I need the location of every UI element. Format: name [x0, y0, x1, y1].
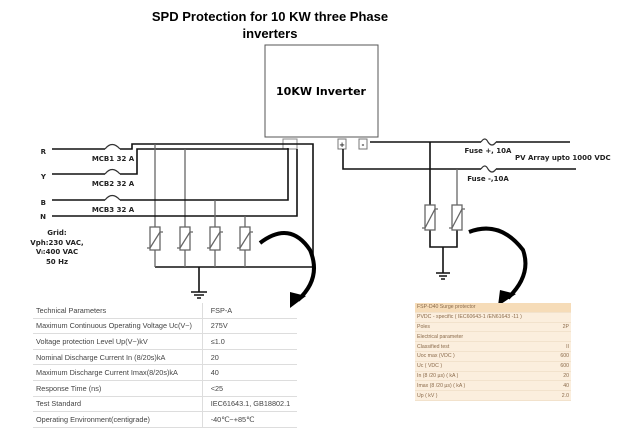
pv-array-label: PV Array upto 1000 VDC [515, 154, 611, 162]
varistor-icon [449, 204, 465, 231]
table-cell: In (8 /20 µs) ( kA ) [415, 371, 555, 382]
table-row: In (8 /20 µs) ( kA )20 [415, 371, 571, 382]
table-row: PVDC - specific ( IEC60643-1 /EN61643 -1… [415, 312, 571, 323]
minus-label: - [362, 141, 365, 149]
fuse-icon [480, 138, 497, 173]
phase-label: B [41, 199, 46, 207]
table-cell: Maximum Discharge Current Imax(8/20s)kA [33, 364, 203, 381]
table-cell: 2.0 [554, 390, 571, 401]
table-row: Up ( kV )2.0 [415, 390, 571, 401]
table-cell: Test Standard [33, 396, 203, 413]
table-cell: Operating Environment(centigrade) [33, 411, 203, 428]
varistor-icon [147, 226, 163, 251]
table-cell: Maximum Continuous Operating Voltage Uc(… [33, 318, 203, 335]
table-cell: 20 [201, 349, 297, 366]
table-cell: 2P [554, 322, 571, 333]
mcb-label: MCB3 32 A [92, 206, 135, 214]
table-cell: 40 [554, 380, 571, 392]
table-cell: Nominal Discharge Current In (8/20s)kA [33, 349, 203, 366]
table-cell: IEC61643.1, GB18802.1 [201, 396, 297, 413]
table-cell: ≤1.0 [201, 333, 297, 350]
table-cell: Response Time (ns) [33, 380, 203, 397]
table-row: Response Time (ns)<25 [33, 380, 297, 397]
title-line-2: inverters [243, 26, 298, 41]
varistor-icon [207, 226, 223, 251]
table-row: Maximum Continuous Operating Voltage Uc(… [33, 318, 297, 335]
table-row: Electrical parameter [415, 331, 571, 343]
table-row: Voltage protection Level Up(V~)kV≤1.0 [33, 333, 297, 350]
ground-icon [191, 267, 207, 299]
table-cell: Voltage protection Level Up(V~)kV [33, 333, 203, 350]
table-cell: Up ( kV ) [415, 390, 555, 401]
ac-varistors [147, 226, 253, 251]
grid-label: Vₗ:400 VAC [36, 248, 78, 256]
table-cell: 275V [201, 318, 297, 335]
table-cell: 20 [554, 371, 571, 382]
plus-label: + [339, 141, 345, 149]
arrow-head-icon [498, 290, 516, 306]
inverter-box [264, 44, 379, 138]
table-cell: Technical Parameters [33, 303, 203, 319]
varistor-icon [237, 226, 253, 251]
phase-label: Y [40, 173, 47, 181]
table-cell: Uc ( VDC ) [415, 361, 555, 372]
table-cell: 600 [554, 361, 571, 372]
table-cell: PVDC - specific ( IEC60643-1 /EN61643 -1… [415, 312, 555, 323]
dc-spd-spec-table: FSP-D40 Surge protector PVDC - specific … [415, 303, 571, 401]
table-cell: Poles [415, 322, 555, 333]
table-cell: -40℃~+85℃ [201, 411, 297, 428]
table-cell: FSP-D40 Surge protector [415, 303, 555, 313]
table-cell: II [554, 341, 571, 352]
table-cell [554, 331, 571, 343]
table-cell: 40 [201, 364, 297, 381]
phase-label: N [40, 213, 46, 221]
grid-label: Vph:230 VAC, [30, 239, 83, 247]
grid-label: 50 Hz [46, 258, 68, 266]
ac-wiring [52, 143, 314, 299]
inverter-label: 10KW Inverter [276, 85, 366, 98]
ground-icon [436, 247, 450, 280]
mcb-label: MCB2 32 A [92, 180, 135, 188]
table-cell: Classified test [415, 341, 555, 352]
table-cell: <25 [201, 380, 297, 397]
curved-arrow-icon [258, 231, 316, 302]
phase-label: R [41, 148, 47, 156]
table-cell: Electrical parameter [415, 331, 555, 343]
table-cell: Imax (8 /20 µs) ( kA ) [415, 380, 555, 392]
dc-wiring [342, 138, 576, 280]
table-row: Uoc max (VDC )600 [415, 351, 571, 362]
title-line-1: SPD Protection for 10 KW three Phase [152, 9, 388, 24]
fuse-plus-label: Fuse +, 10A [465, 147, 512, 155]
dc-minus-terminal [358, 138, 368, 150]
table-cell [554, 312, 571, 323]
varistor-icon [177, 226, 193, 251]
curved-arrow-icon [468, 226, 528, 300]
table-cell: Uoc max (VDC ) [415, 351, 555, 362]
table-row: Operating Environment(centigrade)-40℃~+8… [33, 411, 297, 428]
table-cell [554, 303, 571, 313]
dc-plus-terminal [337, 138, 347, 150]
table-cell: FSP-A [201, 303, 297, 319]
mcb-label: MCB1 32 A [92, 155, 135, 163]
grid-label: Grid: [47, 229, 67, 237]
varistor-icon [422, 204, 438, 231]
table-row: Imax (8 /20 µs) ( kA )40 [415, 380, 571, 392]
table-cell: 600 [554, 351, 571, 362]
table-row: Uc ( VDC )600 [415, 361, 571, 372]
fuse-minus-label: Fuse -,10A [467, 175, 509, 183]
table-row: FSP-D40 Surge protector [415, 303, 571, 313]
mcb-symbols [104, 143, 121, 201]
